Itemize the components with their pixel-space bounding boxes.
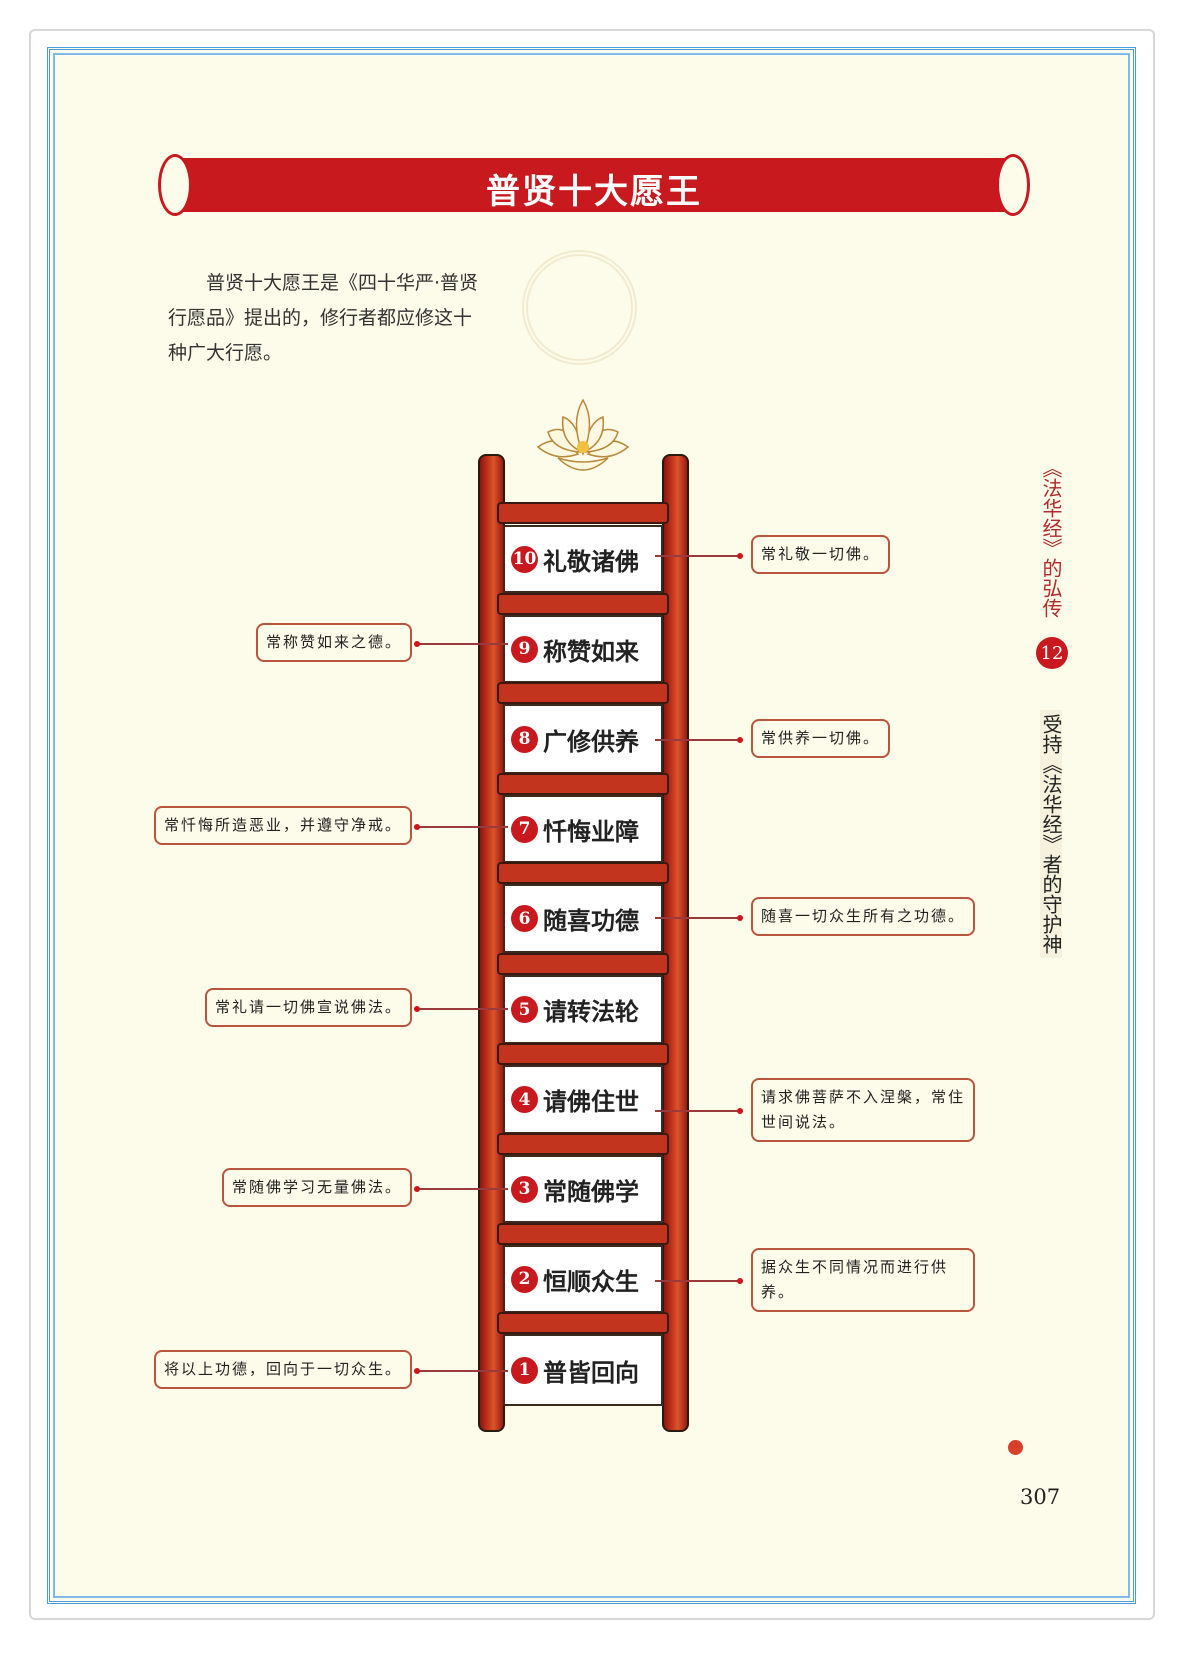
connector-dot-icon bbox=[737, 1278, 743, 1284]
connector-dot-icon bbox=[737, 553, 743, 559]
vow-number-badge: 6 bbox=[511, 905, 538, 932]
ladder-rung bbox=[497, 773, 669, 795]
ladder-right-rail bbox=[662, 454, 689, 1432]
connector-line bbox=[416, 826, 508, 828]
vow-note: 常礼请一切佛宣说佛法。 bbox=[204, 988, 412, 1027]
vow-number-badge: 1 bbox=[511, 1356, 538, 1384]
connector-line bbox=[416, 1188, 508, 1190]
vow-name: 普皆回向 bbox=[543, 1357, 639, 1387]
connector-dot-icon bbox=[737, 915, 743, 921]
vow-note: 据众生不同情况而进行供养。 bbox=[751, 1248, 975, 1312]
ladder-rung bbox=[497, 1043, 669, 1065]
vow-name: 随喜功德 bbox=[543, 906, 639, 935]
vow-number-badge: 7 bbox=[511, 815, 538, 843]
connector-dot-icon bbox=[414, 824, 420, 830]
vow-number-badge: 4 bbox=[511, 1086, 538, 1113]
vow-note: 随喜一切众生所有之功德。 bbox=[751, 897, 976, 936]
ladder-rung bbox=[497, 1133, 669, 1155]
vow-number-badge: 10 bbox=[511, 545, 538, 573]
vow-name: 请佛住世 bbox=[543, 1087, 639, 1116]
intro-paragraph: 普贤十大愿王是《四十华严·普贤行愿品》提出的，修行者都应修这十种广大行愿。 bbox=[168, 272, 479, 364]
connector-dot-icon bbox=[414, 1368, 420, 1374]
decorative-dot-icon bbox=[1008, 1440, 1023, 1455]
vow-note: 常随佛学习无量佛法。 bbox=[221, 1168, 412, 1207]
vow-note: 将以上功德，回向于一切众生。 bbox=[153, 1350, 412, 1389]
connector-line bbox=[655, 555, 740, 557]
ladder-rung bbox=[497, 682, 669, 704]
connector-dot-icon bbox=[414, 1006, 420, 1012]
ladder-rung bbox=[497, 953, 669, 975]
page-title: 普贤十大愿王 bbox=[486, 172, 702, 212]
ladder-rung bbox=[497, 1223, 669, 1245]
scroll-ornament-right-icon bbox=[996, 154, 1030, 216]
vow-name: 称赞如来 bbox=[543, 636, 639, 666]
section-title: 受持《法华经》者的守护神 bbox=[1039, 710, 1063, 958]
vow-name: 恒顺众生 bbox=[543, 1266, 639, 1296]
scroll-ornament-left-icon bbox=[158, 154, 192, 216]
ladder-rung bbox=[497, 593, 669, 615]
vow-note: 常供养一切佛。 bbox=[751, 719, 891, 758]
vow-note: 常礼敬一切佛。 bbox=[751, 535, 891, 574]
vow-number-badge: 5 bbox=[511, 996, 538, 1023]
vow-number-badge: 8 bbox=[511, 725, 538, 753]
connector-dot-icon bbox=[414, 641, 420, 647]
vow-note: 常忏悔所造恶业，并遵守净戒。 bbox=[153, 806, 412, 845]
vow-name: 礼敬诸佛 bbox=[543, 546, 639, 576]
connector-dot-icon bbox=[737, 737, 743, 743]
vow-name: 广修供养 bbox=[543, 726, 639, 756]
ladder-rung bbox=[497, 1312, 669, 1334]
vow-note: 常称赞如来之德。 bbox=[255, 623, 412, 662]
connector-line bbox=[655, 1280, 740, 1282]
connector-line bbox=[416, 1370, 508, 1372]
vow-number-badge: 9 bbox=[511, 635, 538, 663]
page-number: 307 bbox=[1020, 1485, 1061, 1509]
ladder-rung bbox=[497, 502, 669, 524]
connector-line bbox=[416, 643, 508, 645]
chapter-number-badge: 12 bbox=[1036, 637, 1068, 669]
ladder-rung bbox=[497, 862, 669, 884]
vow-name: 常随佛学 bbox=[543, 1176, 639, 1206]
vow-name: 忏悔业障 bbox=[543, 816, 639, 846]
title-banner: 普贤十大愿王 bbox=[158, 154, 1030, 216]
connector-line bbox=[655, 1110, 740, 1112]
connector-line bbox=[416, 1008, 508, 1010]
connector-line bbox=[655, 917, 740, 919]
connector-line bbox=[655, 739, 740, 741]
chapter-title: 《法华经》的弘传 bbox=[1039, 458, 1063, 618]
connector-dot-icon bbox=[414, 1186, 420, 1192]
connector-dot-icon bbox=[737, 1108, 743, 1114]
vow-name: 请转法轮 bbox=[543, 997, 639, 1026]
lotus-icon bbox=[536, 398, 630, 471]
vow-number-badge: 3 bbox=[511, 1175, 538, 1203]
seal-watermark-icon bbox=[522, 250, 637, 365]
vow-note: 请求佛菩萨不入涅槃，常住世间说法。 bbox=[751, 1078, 975, 1142]
vow-number-badge: 2 bbox=[511, 1265, 538, 1293]
